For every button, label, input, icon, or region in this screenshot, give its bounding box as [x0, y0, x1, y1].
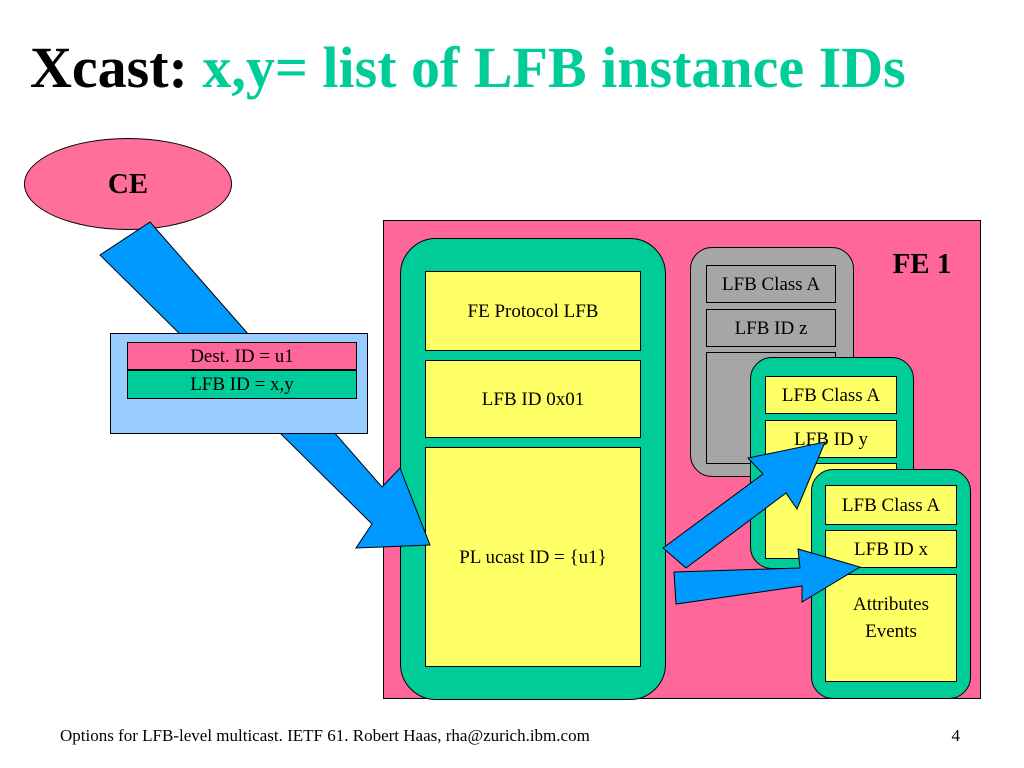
fe-label: FE 1 [892, 248, 952, 280]
lfb-x-class: LFB Class A [825, 485, 957, 525]
page-number: 4 [951, 726, 961, 745]
lfb-z-id: LFB ID z [706, 309, 836, 347]
arrow-pl-to-lfb-y [662, 441, 826, 569]
lfb-x-attributes-line1: Attributes [853, 594, 929, 615]
title-xcast: Xcast [30, 35, 169, 100]
slide-footer: Options for LFB-level multicast. IETF 61… [60, 726, 590, 745]
lfb-x-attributes-line2: Events [865, 621, 917, 642]
packet-lfb-id: LFB ID = x,y [127, 370, 357, 399]
fe-protocol-lfb-name: FE Protocol LFB [425, 271, 641, 351]
lfb-x-id: LFB ID x [825, 530, 957, 568]
slide-title: Xcast: x,y= list of LFB instance IDs [30, 28, 1010, 108]
packet-dest-id: Dest. ID = u1 [127, 342, 357, 370]
arrow-pl-to-lfb-x [673, 548, 862, 605]
fe-protocol-lfb-id: LFB ID 0x01 [425, 360, 641, 438]
lfb-z-class: LFB Class A [706, 265, 836, 303]
title-description: x,y= list of LFB instance IDs [202, 35, 906, 100]
pl-ucast-id: PL ucast ID = {u1} [425, 447, 641, 667]
lfb-y-class: LFB Class A [765, 376, 897, 414]
lfb-x-attributes: Attributes Events [825, 574, 957, 682]
title-colon: : [168, 35, 203, 100]
ce-node: CE [24, 138, 232, 230]
